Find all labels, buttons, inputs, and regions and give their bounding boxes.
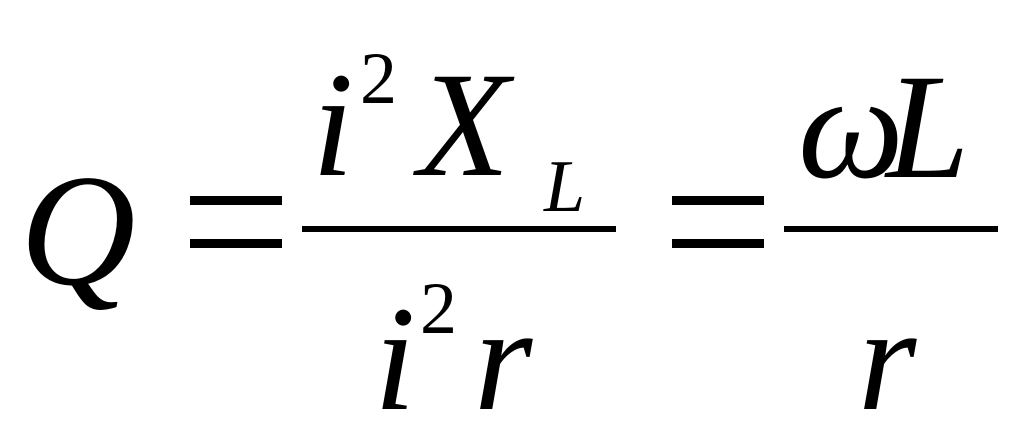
frac2-den-r: r xyxy=(858,276,917,442)
lhs-q-symbol: Q xyxy=(20,141,136,319)
fraction-bar-2 xyxy=(784,226,998,232)
equals-sign-2 xyxy=(672,196,764,248)
fraction-bar-1 xyxy=(302,226,616,232)
equals-sign-1 xyxy=(190,196,282,248)
frac1-num-x: X xyxy=(418,42,510,208)
frac1-den-exp: 2 xyxy=(420,268,457,350)
frac1-den-r: r xyxy=(474,276,533,442)
frac2-num-l: L xyxy=(886,44,970,210)
frac1-num-exp: 2 xyxy=(360,38,397,120)
frac1-num-sub-l: L xyxy=(544,146,586,228)
frac1-num-i: i xyxy=(312,42,354,208)
frac2-num-omega: ω xyxy=(798,44,904,210)
frac1-den-i: i xyxy=(374,276,416,442)
